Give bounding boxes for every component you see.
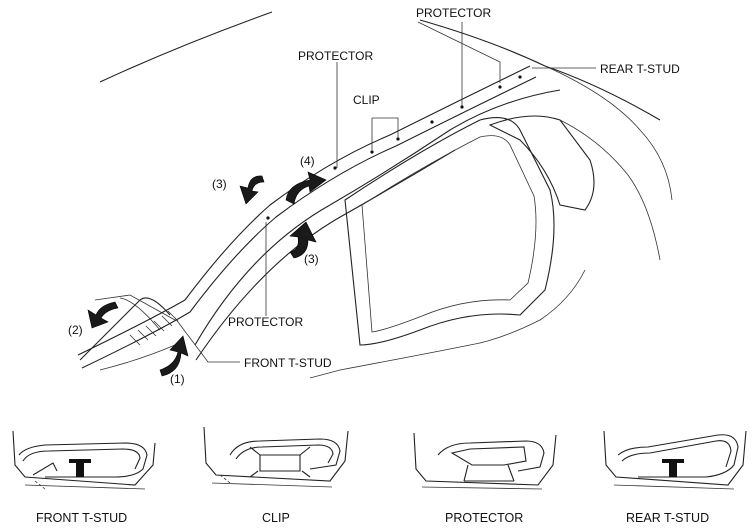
front-tstud-label: FRONT T-STUD — [244, 356, 332, 370]
section-front-tstud — [12, 430, 156, 490]
step-arrow-2 — [87, 301, 119, 329]
roof-molding — [77, 65, 537, 369]
caption-protector: PROTECTOR — [445, 511, 523, 525]
protector-mid-label: PROTECTOR — [298, 49, 373, 63]
step-label-3b: (3) — [304, 252, 319, 266]
step-arrow-3b — [289, 221, 317, 259]
protector-low-label: PROTECTOR — [228, 315, 303, 329]
caption-clip: CLIP — [262, 511, 290, 525]
step-label-1: (1) — [170, 372, 185, 386]
step-arrow-3a — [239, 175, 265, 205]
protector-top-label: PROTECTOR — [416, 6, 491, 20]
clip-label: CLIP — [353, 93, 380, 107]
step-label-2: (2) — [68, 323, 83, 337]
step-arrow-1 — [159, 335, 189, 377]
step-label-4: (4) — [300, 154, 315, 168]
step-arrow-4 — [285, 171, 327, 205]
rear-tstud-label: REAR T-STUD — [600, 62, 680, 76]
caption-rear-tstud: REAR T-STUD — [626, 511, 709, 525]
leader-lines — [174, 21, 596, 363]
caption-front-tstud: FRONT T-STUD — [36, 511, 127, 525]
section-rear-tstud — [603, 430, 747, 490]
section-protector — [413, 432, 557, 490]
vehicle-body-outline — [79, 11, 673, 379]
step-label-3a: (3) — [212, 177, 227, 191]
section-clip — [203, 426, 349, 488]
